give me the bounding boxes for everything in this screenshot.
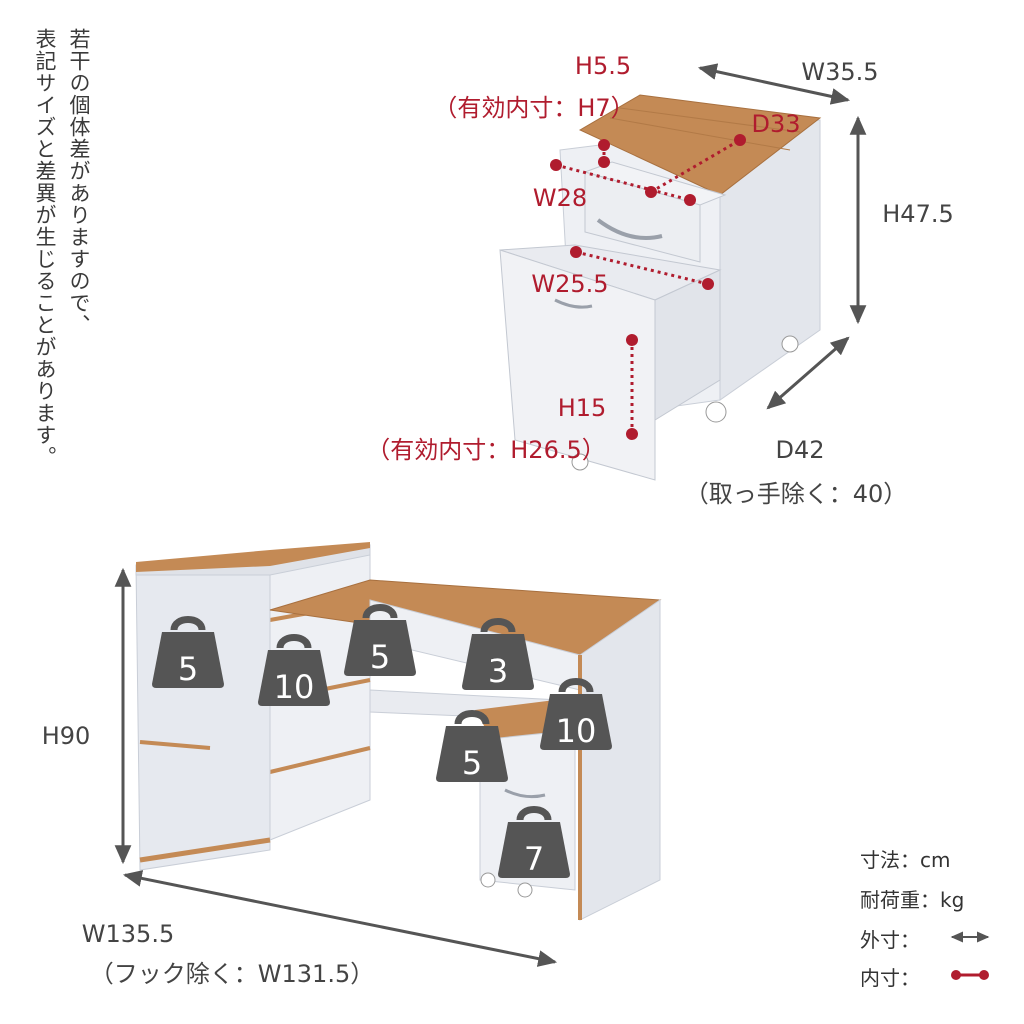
wagon-width-arrow [697, 63, 851, 105]
load-weight-icon: 10 [540, 682, 612, 751]
wagon-depth-arrow [766, 336, 850, 410]
load-value: 5 [462, 744, 482, 782]
load-value: 10 [274, 668, 315, 706]
wagon-illustration [499, 94, 822, 481]
wagon-width-label: W35.5 [801, 58, 878, 86]
desk-height-label: H90 [42, 722, 91, 750]
desk-width-note: （フック除く：W131.5） [90, 960, 374, 988]
load-weight-icon: 3 [462, 622, 534, 691]
wagon-top-depth-inner: （有効内寸：H7） [433, 94, 634, 122]
legend-inner: 内寸： [860, 966, 920, 990]
load-value: 7 [524, 840, 544, 878]
legend-unit: 寸法：cm [860, 848, 951, 872]
note-line-2: 表記サイズと差異が生じることがあります。 [33, 28, 57, 468]
desk-width-arrow [122, 870, 558, 967]
legend-outer: 外寸： [860, 928, 920, 952]
load-weight-icon: 10 [258, 638, 330, 707]
wagon-cabinet-height-label: H15 [558, 394, 607, 422]
load-value: 10 [556, 712, 597, 750]
wagon-drawer-width-label: W28 [533, 184, 587, 212]
wagon-cabinet-height-inner: （有効内寸：H26.5） [366, 436, 605, 464]
load-weight-icon: 5 [436, 714, 508, 783]
wagon-depth-label: D42 [775, 436, 824, 464]
load-value: 5 [370, 638, 390, 676]
wagon-top-depth-label: H5.5 [575, 52, 631, 80]
load-weight-icon: 5 [344, 608, 416, 677]
wagon-height-label: H47.5 [882, 200, 953, 228]
note-line-1: 若干の個体差がありますので、 [67, 28, 91, 336]
wagon-cabinet-width-label: W25.5 [531, 270, 608, 298]
wagon-depth-note: （取っ手除く：40） [685, 480, 908, 508]
load-weight-icon: 7 [498, 810, 570, 879]
load-weight-icon: 5 [152, 620, 224, 689]
desk-width-label: W135.5 [82, 920, 174, 948]
load-value: 3 [488, 652, 508, 690]
load-value: 5 [178, 650, 198, 688]
wagon-inner-depth-label: D33 [751, 110, 800, 138]
legend-load: 耐荷重：kg [860, 888, 965, 912]
